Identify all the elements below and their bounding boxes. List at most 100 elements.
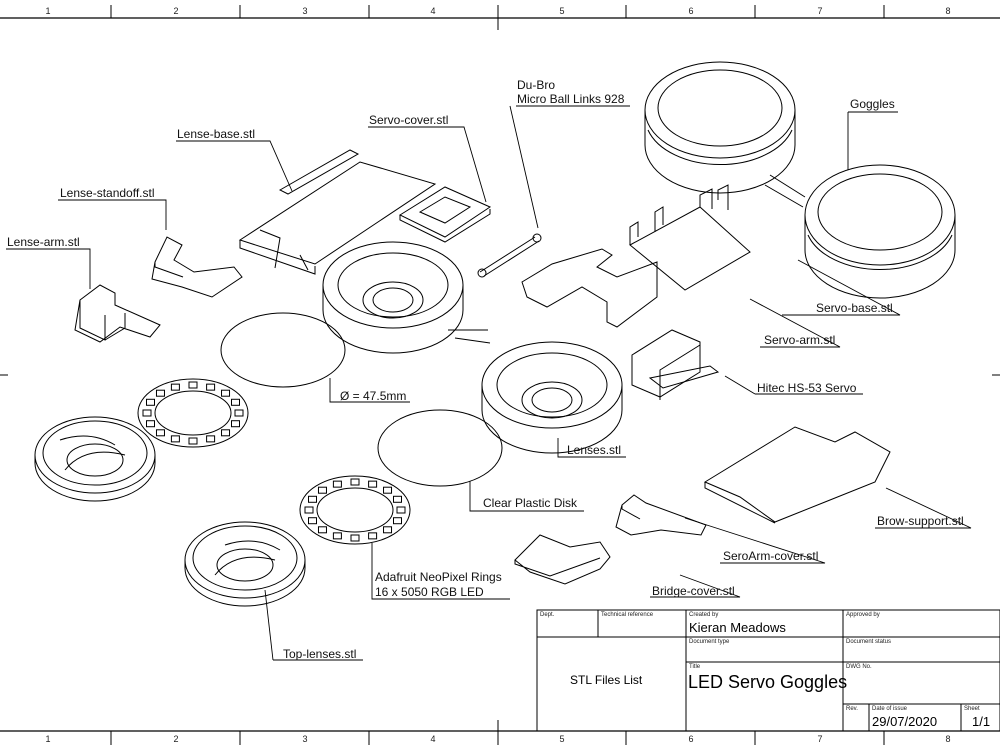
callout-seroarm-cover: SeroArm-cover.stl [723,549,819,563]
zone-label: 4 [430,6,436,16]
callout-hitec-servo: Hitec HS-53 Servo [757,381,857,395]
led-pad [368,480,378,488]
callout-diameter: Ø = 47.5mm [340,389,407,403]
led-pad [146,398,156,406]
servo-arm-part [521,248,658,328]
bridge-cover-part [514,534,611,585]
title-block-frame [536,609,1000,732]
dept-label: Dept. [540,612,555,618]
led-pad [317,486,327,494]
zone-label: 5 [559,6,565,16]
led-pad [142,409,152,417]
led-pad [308,517,318,525]
led-pad [188,437,198,445]
document-type-label: Document type [689,639,730,645]
zone-label: 4 [430,734,436,744]
led-pad [206,435,216,443]
led-pad [155,389,165,397]
callout-goggles: Goggles [850,97,895,111]
zone-label: 6 [688,6,694,16]
lense-base-part [238,149,437,275]
servo-base-part [629,184,751,291]
led-pad [350,478,360,486]
zone-label: 1 [45,6,51,16]
led-pad [221,389,231,397]
zone-label: 8 [945,6,951,16]
callout-lenses: Lenses.stl [567,443,622,457]
led-pad [383,526,393,534]
zone-label: 3 [302,734,308,744]
drawing-title: LED Servo Goggles [688,672,848,692]
zone-label: 7 [817,6,823,16]
seroarm-cover-part [615,494,707,536]
zone-label: 2 [173,6,179,16]
led-pad [155,429,165,437]
zone-label: 3 [302,6,308,16]
created-by-value: Kieran Meadows [689,620,786,635]
led-pad [332,532,342,540]
callout-clear-disk: Clear Plastic Disk [483,496,578,510]
callout-neopixel-line1: Adafruit NeoPixel Rings [375,570,502,584]
hitec-servo-part [631,329,720,400]
zone-label: 5 [559,734,565,744]
sheet-value: 1/1 [972,714,991,729]
servo-cover-part [398,186,492,243]
led-pad [170,435,180,443]
led-pad [234,409,244,417]
callout-top-lenses: Top-lenses.stl [283,647,357,661]
led-pad [170,383,180,391]
neopixel-ring-part [137,378,411,545]
callout-neopixel-line2: 16 x 5050 RGB LED [375,585,484,599]
led-pad [230,398,240,406]
led-pad [146,420,156,428]
sheet-label: Sheet [964,706,980,712]
zone-label: 6 [688,734,694,744]
zone-label: 7 [817,734,823,744]
callout-lense-standoff: Lense-standoff.stl [60,186,155,200]
approved-by-label: Approved by [846,612,880,618]
created-by-label: Created by [689,612,719,618]
led-pad [392,495,402,503]
led-pad [332,480,342,488]
callout-servo-arm: Servo-arm.stl [764,333,836,347]
led-pad [206,383,216,391]
callout-brow-support: Brow-support.stl [877,514,964,528]
led-pad [392,517,402,525]
led-pad [188,381,198,389]
led-pad [396,506,406,514]
led-pad [350,534,360,542]
lense-arm-part [74,284,161,343]
callout-bridge-cover: Bridge-cover.stl [652,584,735,598]
zone-label: 1 [45,734,51,744]
callout-servo-cover: Servo-cover.stl [369,113,449,127]
callout-servo-base: Servo-base.stl [816,301,893,315]
led-pad [221,429,231,437]
lens-disk-part [220,312,346,388]
lenses-part [322,241,623,454]
description-value: STL Files List [570,673,643,687]
clear-plastic-disk-part [377,409,503,487]
top-lenses-part [34,416,306,607]
led-pad [230,420,240,428]
goggles-part [644,61,956,299]
lense-standoff-part [151,236,243,298]
tech-ref-label: Technical reference [601,612,654,618]
zone-label: 8 [945,734,951,744]
led-pad [308,495,318,503]
title-label: Title [689,664,701,670]
led-pad [383,486,393,494]
led-pad [304,506,314,514]
dwg-no-label: DWG No. [846,664,872,670]
led-pad [317,526,327,534]
led-pad [368,532,378,540]
callout-dubro-line1: Du-Bro [517,78,556,92]
ball-link-part [479,236,540,277]
callout-lense-arm: Lense-arm.stl [7,235,80,249]
zone-label: 2 [173,734,179,744]
date-label: Date of issue [872,706,908,712]
callout-lense-base: Lense-base.stl [177,127,256,141]
callout-dubro-line2: Micro Ball Links 928 [517,92,625,106]
brow-support-part [703,426,891,524]
